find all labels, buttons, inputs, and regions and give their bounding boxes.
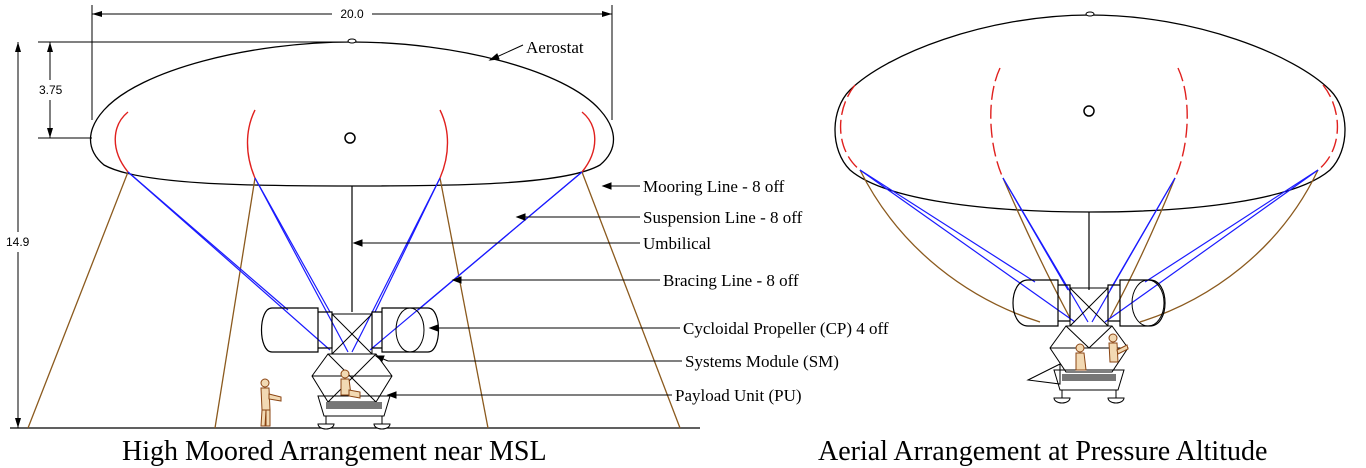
aerial-hub-icon bbox=[1083, 105, 1095, 117]
suspension-line-label: Suspension Line - 8 off bbox=[643, 208, 803, 227]
aerial-suspension-lines bbox=[859, 169, 1319, 323]
total-height-label: 14.9 bbox=[6, 235, 30, 249]
payload-unit-label: Payload Unit (PU) bbox=[675, 386, 802, 405]
umbilical-label: Umbilical bbox=[643, 234, 711, 253]
aerostat-label: Aerostat bbox=[526, 38, 584, 57]
standing-person-icon bbox=[260, 378, 282, 427]
callout-leaders bbox=[352, 44, 682, 399]
systems-module-label: Systems Module (SM) bbox=[685, 352, 839, 371]
top-height-dimension: 3.75 bbox=[38, 41, 350, 139]
moored-arrangement: 20.0 3.75 14.9 bbox=[6, 5, 889, 467]
aerostat-hub-icon bbox=[344, 132, 356, 144]
cycloidal-propellers bbox=[261, 307, 439, 353]
aerial-arrangement: Aerial Arrangement at Pressure Altitude bbox=[818, 11, 1346, 467]
seated-person-icon bbox=[340, 369, 361, 399]
mooring-lines bbox=[27, 171, 681, 429]
width-dimension: 20.0 bbox=[91, 5, 613, 120]
payload-unit bbox=[317, 395, 391, 430]
propeller-label: Cycloidal Propeller (CP) 4 off bbox=[683, 319, 889, 338]
left-caption: High Moored Arrangement near MSL bbox=[122, 436, 547, 467]
suspension-lines bbox=[127, 171, 583, 353]
bracing-line-label: Bracing Line - 8 off bbox=[663, 271, 799, 290]
aerostat-envelope bbox=[90, 38, 614, 187]
aerial-seated-person-icon bbox=[1075, 343, 1087, 371]
top-height-label: 3.75 bbox=[39, 83, 63, 97]
width-dimension-label: 20.0 bbox=[340, 7, 364, 21]
right-caption: Aerial Arrangement at Pressure Altitude bbox=[818, 436, 1267, 467]
mooring-line-label: Mooring Line - 8 off bbox=[643, 177, 785, 196]
total-height-dimension: 14.9 bbox=[6, 42, 30, 428]
aerial-aerostat-envelope bbox=[834, 11, 1346, 213]
aerial-standing-person-icon bbox=[1108, 333, 1129, 363]
systems-module bbox=[311, 313, 393, 403]
aerial-payload-unit bbox=[1053, 369, 1125, 404]
